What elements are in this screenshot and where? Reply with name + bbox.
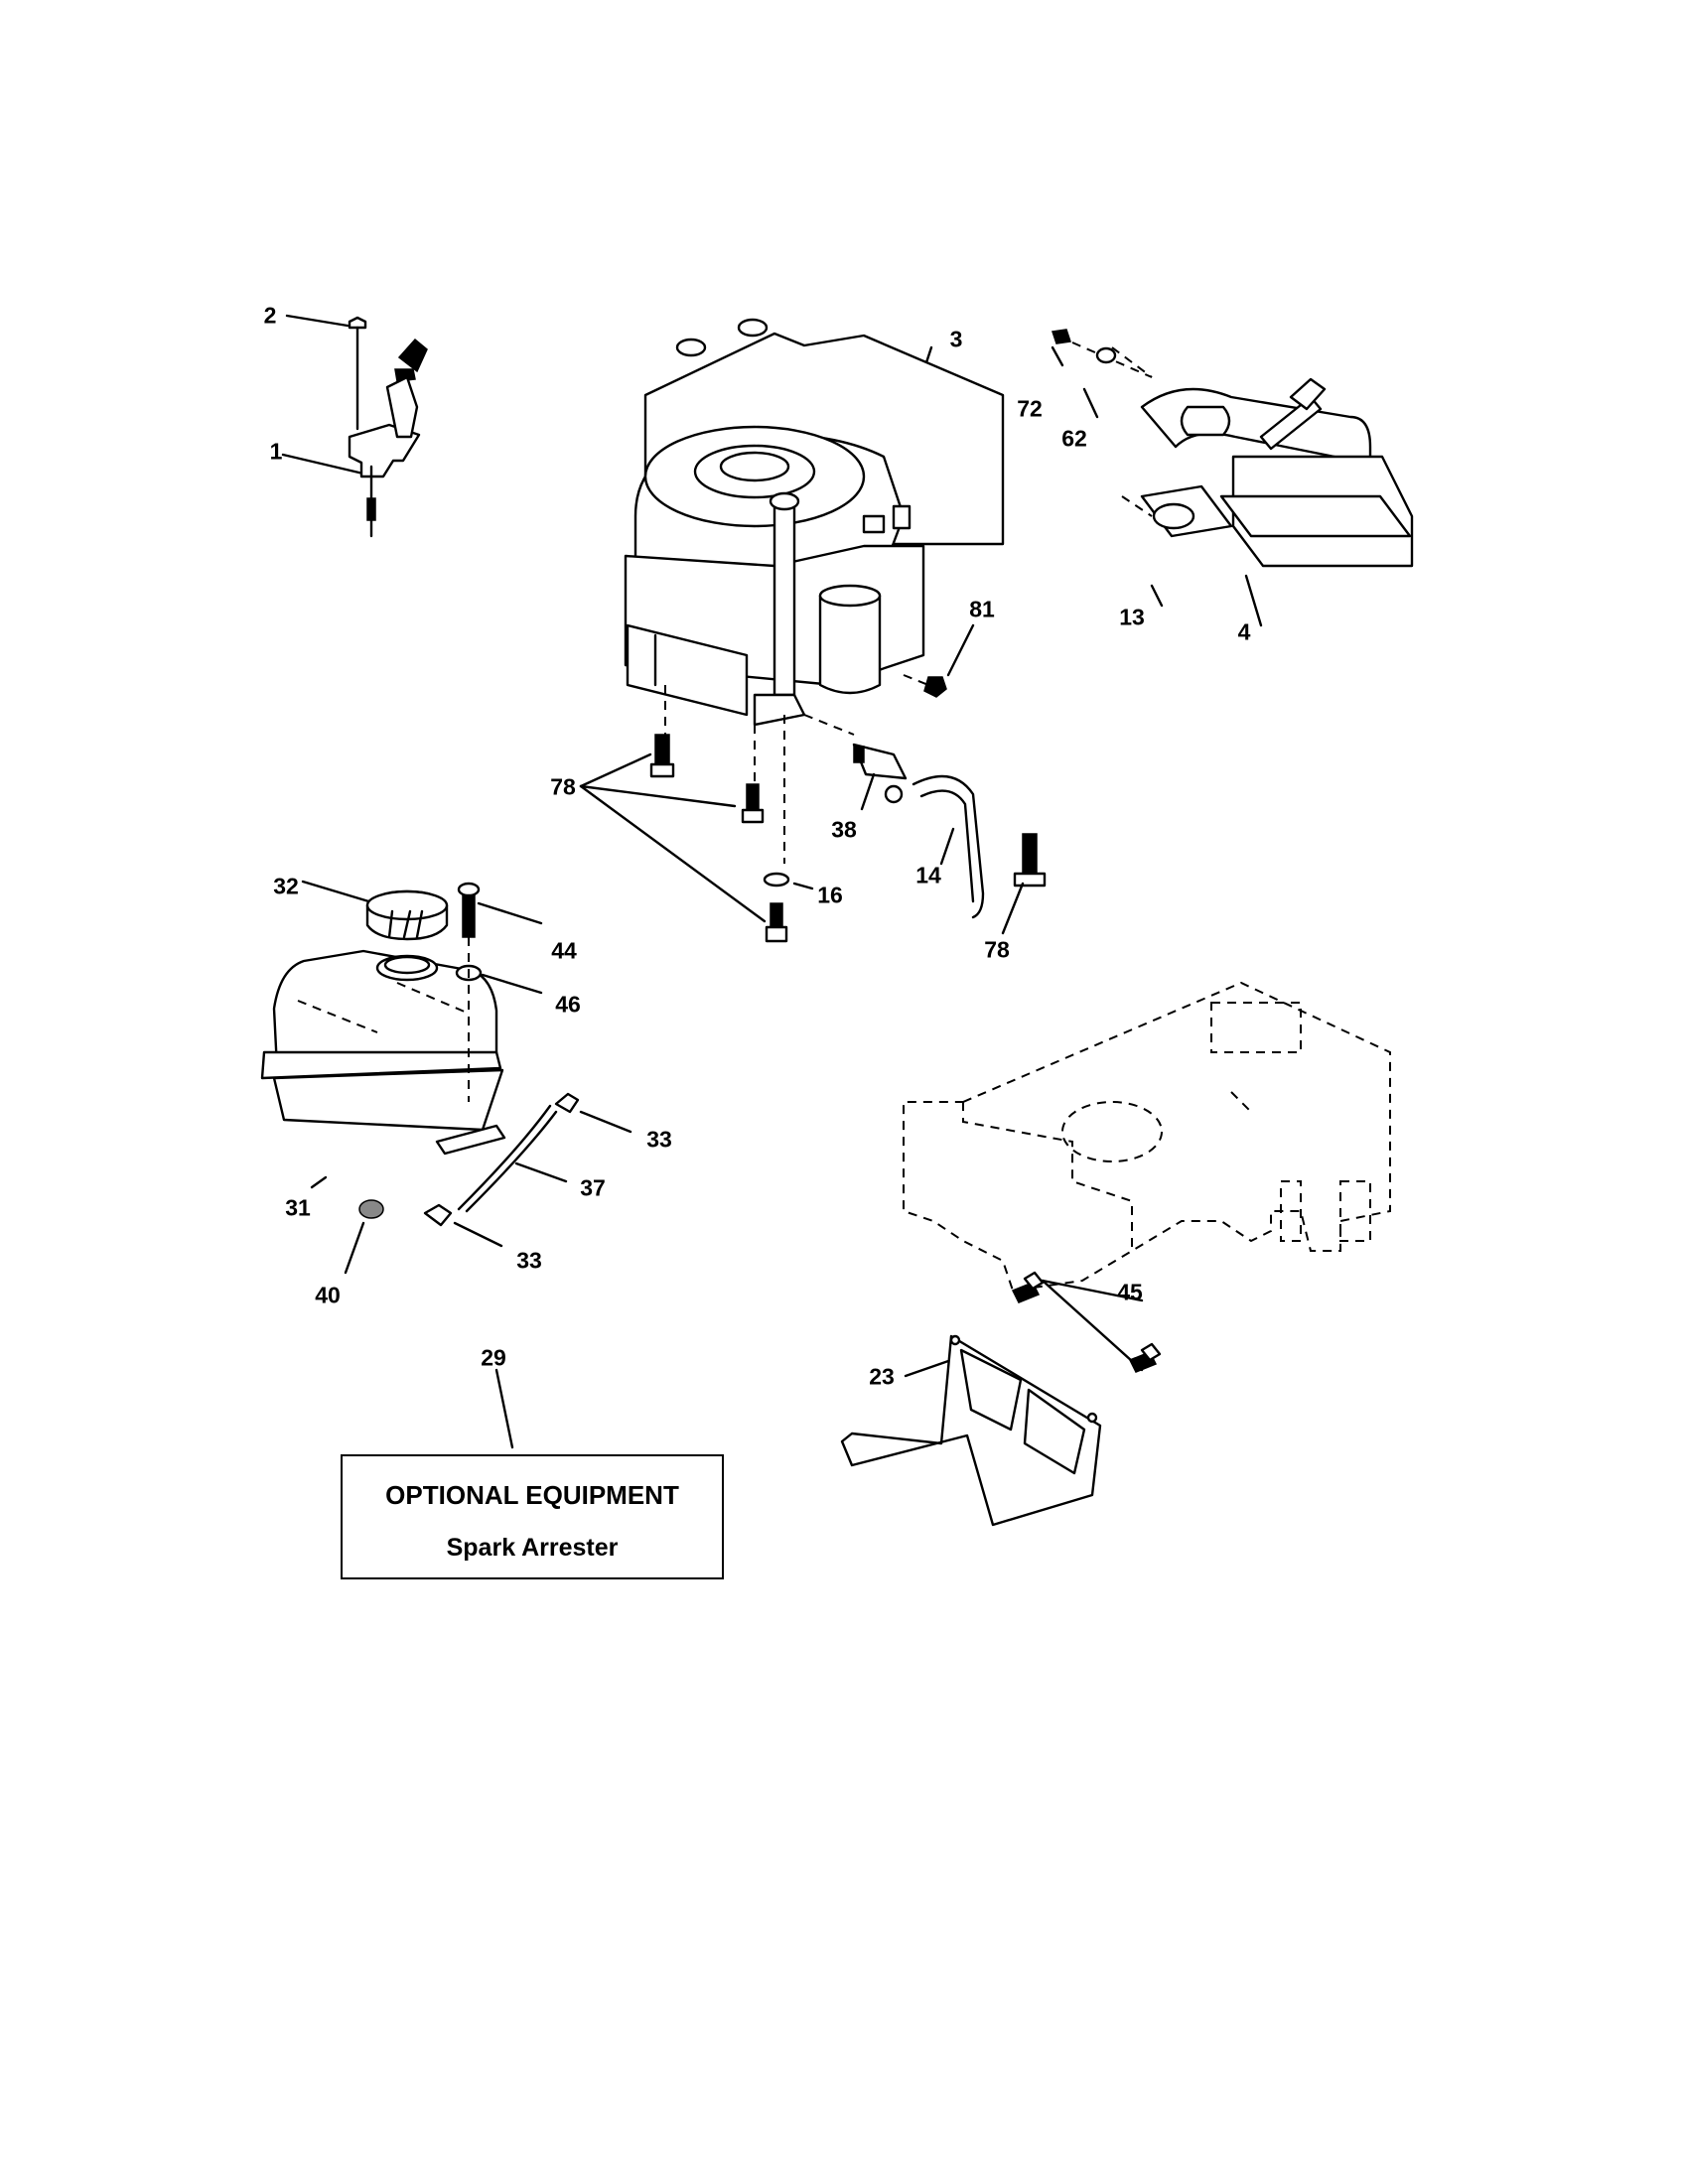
part-label-14: 14 (915, 862, 941, 888)
heat-shield-drawing (840, 1271, 1162, 1527)
frame-drawing (903, 981, 1391, 1293)
part-label-13: 13 (1119, 604, 1145, 630)
part-label-2: 2 (263, 302, 277, 329)
part-label-81: 81 (969, 596, 995, 622)
part-label-32: 32 (273, 873, 299, 899)
optional-equipment-box: OPTIONAL EQUIPMENT Spark Arrester (341, 1454, 724, 1579)
part-label-3: 3 (949, 326, 963, 352)
part-label-45: 45 (1117, 1279, 1143, 1305)
part-label-38: 38 (831, 816, 857, 843)
throttle-control-drawing (281, 314, 428, 538)
optional-equipment-title: OPTIONAL EQUIPMENT (385, 1480, 679, 1510)
part-label-29: 29 (481, 1344, 506, 1371)
part-label-31: 31 (285, 1194, 311, 1221)
part-label-4: 4 (1237, 618, 1251, 645)
part-label-37: 37 (580, 1174, 606, 1201)
part-label-78-bolt: 78 (984, 936, 1010, 963)
fuel-tank-drawing (260, 880, 632, 1275)
fuel-line-drawing (852, 623, 1047, 935)
engine-drawing (624, 318, 1005, 864)
part-label-62: 62 (1061, 425, 1087, 452)
bolts-78-drawing (579, 734, 814, 943)
muffler-drawing (1051, 329, 1414, 627)
part-label-16: 16 (817, 882, 843, 908)
part-label-40: 40 (315, 1282, 341, 1308)
part-label-78-engine-bolts: 78 (550, 773, 576, 800)
part-label-33-top: 33 (646, 1126, 672, 1153)
optional-equipment-item: Spark Arrester (446, 1534, 619, 1562)
part-label-33-bottom: 33 (516, 1247, 542, 1274)
part-label-23: 23 (869, 1363, 895, 1390)
part-label-72: 72 (1017, 395, 1043, 422)
part-label-44: 44 (551, 937, 577, 964)
optional-equipment-leader (494, 1368, 514, 1449)
part-label-46: 46 (555, 991, 581, 1018)
part-label-1: 1 (269, 438, 283, 465)
